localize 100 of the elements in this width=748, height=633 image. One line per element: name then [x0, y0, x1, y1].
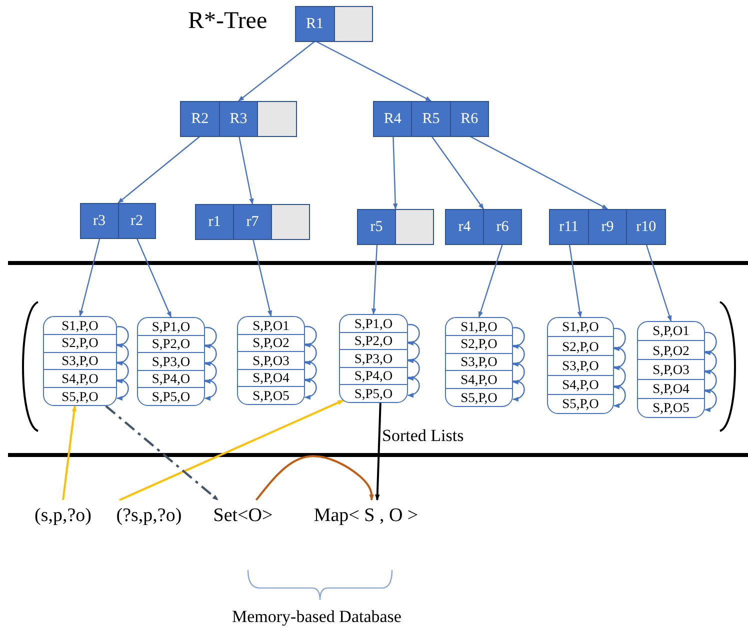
index-entry: r9	[588, 210, 628, 244]
list-entry: S,P2,O	[138, 336, 204, 354]
sorted-list	[43, 316, 117, 406]
arrow	[118, 136, 201, 204]
link-arrow	[116, 344, 129, 366]
list-entry: S,P,O5	[638, 398, 704, 417]
sorted-list	[445, 317, 513, 407]
list-entry: S,P5,O	[138, 388, 204, 405]
list-entry: S,P,O1	[638, 322, 704, 342]
sorted-list	[137, 317, 205, 406]
list-entry: S2,P,O	[44, 334, 116, 353]
index-entry: r7	[234, 205, 272, 239]
list-entry: S3,P,O	[446, 354, 512, 372]
arrow	[79, 238, 100, 317]
list-entry: S,P3,O	[340, 350, 407, 368]
tree-node	[357, 209, 434, 245]
section-label: R*-Tree	[188, 8, 268, 35]
index-entry: r10	[627, 210, 666, 244]
link-arrow	[304, 326, 317, 347]
arrow	[431, 136, 484, 210]
index-entry: R2	[181, 102, 220, 136]
list-entry: S,P4,O	[138, 370, 204, 388]
index-entry: r4	[446, 210, 484, 244]
list-entry: S5,P,O	[548, 394, 613, 413]
tree-node	[445, 209, 522, 245]
index-entry: R3	[220, 102, 258, 136]
arrow	[646, 244, 672, 322]
link-arrow	[512, 362, 525, 384]
index-entry: R6	[450, 102, 488, 136]
list-entry: S,P,O5	[238, 387, 304, 404]
list-entry: S,P1,O	[138, 318, 204, 336]
arrow	[392, 136, 398, 210]
link-arrow	[704, 370, 717, 393]
list-entry: S5,P,O	[44, 388, 116, 405]
link-arrow	[304, 344, 317, 364]
section-label: Sorted Lists	[382, 426, 464, 446]
link-arrow	[304, 361, 317, 382]
list-entry: S5,P,O	[446, 389, 512, 406]
link-arrow	[204, 380, 217, 400]
list-entry: S3,P,O	[44, 352, 116, 370]
sorted-list	[339, 314, 408, 403]
query-pattern: (?s,p,?o)	[112, 500, 186, 532]
link-arrow	[116, 326, 129, 348]
tree-node	[80, 203, 156, 239]
list-entry: S,P,O3	[638, 360, 704, 380]
index-entry: r5	[358, 210, 396, 244]
arrow	[374, 402, 382, 501]
query-pattern: (s,p,?o)	[30, 500, 96, 532]
link-arrow	[613, 328, 626, 350]
tree-node	[180, 101, 297, 137]
link-arrow	[116, 362, 129, 383]
arrow	[371, 244, 378, 315]
link-arrow	[204, 327, 217, 348]
list-entry: S1,P,O	[446, 318, 512, 336]
list-entry: S,P,O2	[238, 334, 304, 352]
arrow	[62, 405, 77, 500]
list-entry: S2,P,O	[446, 336, 512, 354]
link-arrow	[407, 324, 420, 345]
link-arrow	[613, 386, 626, 408]
list-entry: S4,P,O	[446, 371, 512, 390]
list-entry: S,P,O4	[238, 370, 304, 388]
list-entry: S,P3,O	[138, 353, 204, 371]
sorted-list	[637, 321, 705, 418]
sorted-list	[237, 316, 305, 405]
index-entry: r6	[484, 210, 521, 244]
index-entry: r11	[550, 210, 589, 244]
arrow	[238, 40, 316, 102]
tree-node	[549, 209, 666, 245]
list-entry: S,P,O3	[238, 352, 304, 370]
list-entry: S1,P,O	[548, 318, 613, 338]
link-arrow	[204, 362, 217, 384]
arrow	[105, 405, 219, 501]
tree-node	[195, 204, 310, 240]
section-label: Memory-based Database	[232, 607, 402, 627]
arrow	[478, 244, 504, 318]
list-entry: S,P,O2	[638, 341, 704, 360]
link-arrow	[407, 359, 420, 380]
arrow	[469, 135, 608, 210]
link-arrow	[512, 380, 525, 402]
link-arrow	[704, 332, 717, 354]
link-arrow	[613, 366, 626, 389]
list-entry: S1,P,O	[44, 317, 116, 335]
link-arrow	[704, 351, 717, 374]
link-arrow	[407, 376, 420, 398]
arrow	[136, 238, 172, 318]
sorted-list	[547, 317, 614, 414]
arrow	[255, 455, 374, 501]
arrow	[568, 244, 582, 318]
list-entry: S,P,O4	[638, 380, 704, 399]
tree-node	[373, 101, 489, 137]
link-arrow	[204, 344, 217, 366]
link-arrow	[116, 380, 129, 400]
index-entry: R4	[374, 102, 412, 136]
index-entry: r3	[81, 204, 118, 238]
list-entry: S,P1,O	[340, 315, 407, 333]
list-entry: S4,P,O	[44, 370, 116, 388]
arrow	[238, 136, 254, 205]
index-entry: R1	[296, 7, 334, 41]
list-entry: S,P5,O	[340, 385, 407, 402]
link-arrow	[407, 342, 420, 362]
